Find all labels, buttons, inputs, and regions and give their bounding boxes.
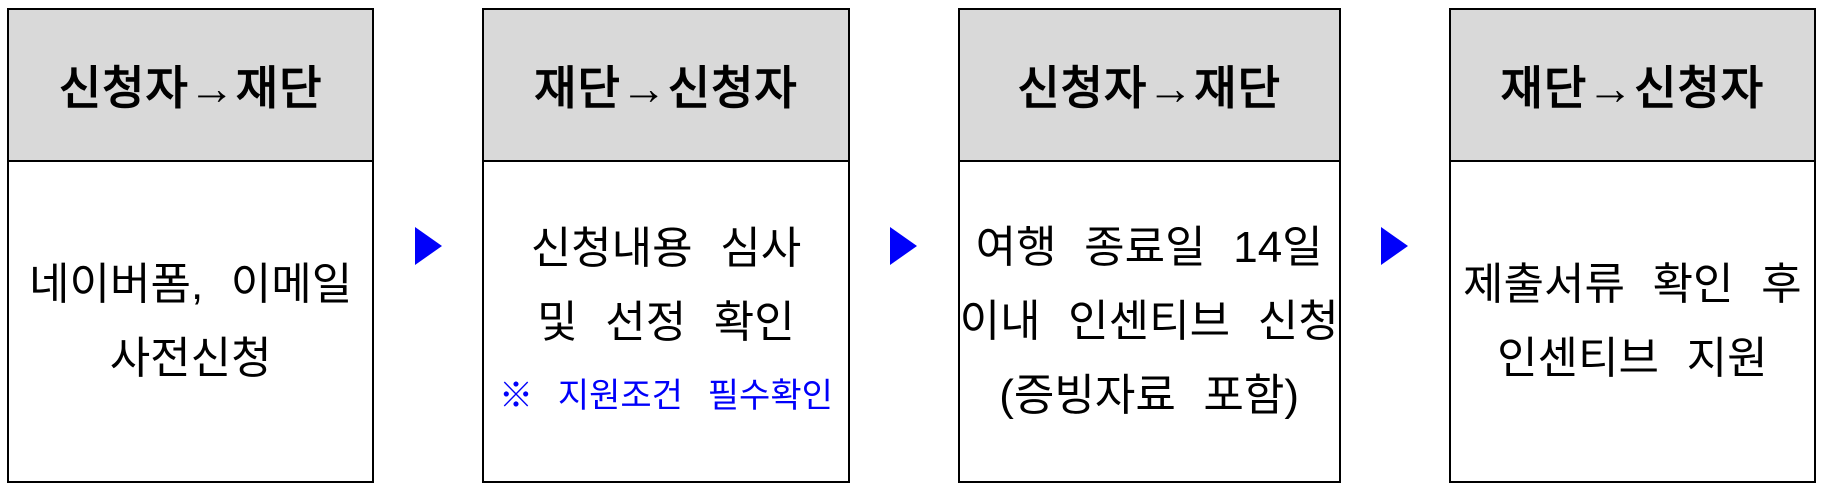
step-header: 재단→신청자	[1450, 10, 1814, 162]
process-flow: 신청자→재단 네이버폼, 이메일 사전신청 재단→신청자 신청내용 심사 및 선…	[7, 8, 1816, 483]
step-body: 신청내용 심사 및 선정 확인 ※ 지원조건 필수확인	[484, 162, 847, 481]
step-header: 신청자→재단	[9, 10, 373, 162]
step-header-label: 신청자→재단	[58, 62, 323, 114]
flow-step-3: 신청자→재단 여행 종료일 14일 이내 인센티브 신청 (증빙자료 포함)	[957, 8, 1341, 483]
step-body-line: 네이버폼, 이메일	[29, 259, 353, 309]
step-body-line: 신청내용 심사	[530, 223, 802, 273]
arrow-right-icon	[1381, 226, 1409, 265]
arrow-right-icon	[414, 226, 442, 265]
arrow-cell	[1341, 8, 1449, 483]
step-header: 신청자→재단	[959, 10, 1339, 162]
step-body-line: 및 선정 확인	[537, 297, 795, 347]
arrow-cell	[850, 8, 958, 483]
flow-step-2: 재단→신청자 신청내용 심사 및 선정 확인 ※ 지원조건 필수확인	[482, 8, 850, 483]
step-body-line: 제출서류 확인 후	[1463, 259, 1802, 309]
step-header-label: 재단→신청자	[534, 62, 798, 114]
step-body: 여행 종료일 14일 이내 인센티브 신청 (증빙자료 포함)	[960, 162, 1339, 481]
step-body: 네이버폼, 이메일 사전신청	[9, 162, 372, 481]
step-header-label: 신청자→재단	[1017, 62, 1281, 114]
arrow-cell	[374, 8, 482, 483]
step-body-line: 이내 인센티브 신청	[959, 296, 1339, 346]
step-body-line: 사전신청	[109, 333, 272, 383]
step-body-line: 인센티브 지원	[1497, 333, 1768, 383]
arrow-right-icon	[890, 226, 918, 265]
step-header-label: 재단→신청자	[1500, 62, 1765, 114]
step-note: ※ 지원조건 필수확인	[498, 376, 833, 415]
flow-step-1: 신청자→재단 네이버폼, 이메일 사전신청	[7, 8, 375, 483]
flow-step-4: 재단→신청자 제출서류 확인 후 인센티브 지원	[1448, 8, 1816, 483]
step-body-line: (증빙자료 포함)	[999, 370, 1300, 420]
step-body: 제출서류 확인 후 인센티브 지원	[1451, 162, 1814, 481]
step-body-line: 여행 종료일 14일	[975, 222, 1323, 272]
step-header: 재단→신청자	[484, 10, 848, 162]
